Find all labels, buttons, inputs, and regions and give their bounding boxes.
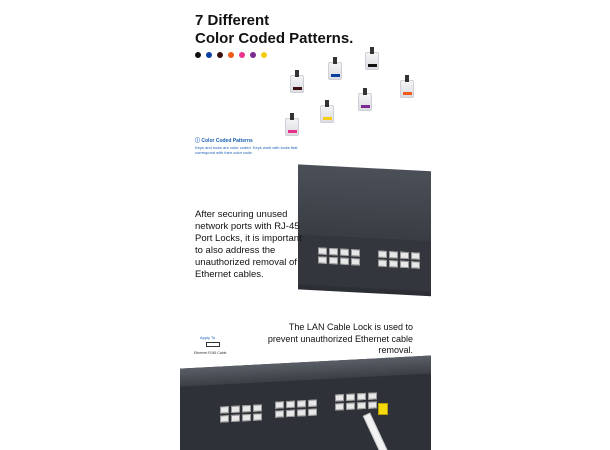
lan-cable-lock	[378, 403, 388, 415]
color-swatch	[250, 52, 256, 58]
apply-item: Ethernet RJ45 Cable	[194, 351, 227, 355]
port	[242, 413, 251, 422]
port	[297, 409, 306, 417]
port	[378, 259, 387, 267]
port	[357, 401, 366, 410]
port	[253, 404, 262, 412]
section-text: After securing unused network ports with…	[195, 209, 302, 280]
port	[242, 404, 251, 413]
port	[389, 260, 398, 268]
port	[389, 251, 398, 259]
port	[318, 247, 327, 255]
port	[329, 247, 338, 256]
port	[318, 256, 327, 264]
port	[411, 261, 420, 269]
port	[275, 410, 284, 418]
port	[400, 251, 409, 260]
port	[231, 405, 240, 414]
port	[368, 392, 377, 400]
port-lock	[290, 70, 304, 93]
port	[340, 248, 349, 257]
port-lock	[358, 88, 372, 111]
switch-image	[298, 164, 431, 297]
color-swatch	[195, 52, 201, 58]
color-swatch	[217, 52, 223, 58]
port	[346, 402, 355, 410]
info-icon: ⓘ	[195, 138, 202, 144]
port	[220, 415, 229, 423]
port	[368, 401, 377, 409]
port	[351, 258, 360, 266]
port	[231, 414, 240, 423]
port-lock	[285, 113, 299, 136]
port-lock	[400, 75, 414, 98]
port	[329, 256, 338, 265]
port	[340, 257, 349, 266]
color-swatches	[195, 52, 267, 58]
color-swatch	[206, 52, 212, 58]
port	[220, 406, 229, 414]
color-swatch	[228, 52, 234, 58]
port	[275, 401, 284, 409]
port	[351, 249, 360, 257]
port	[400, 260, 409, 269]
port	[308, 399, 317, 407]
color-swatch	[261, 52, 267, 58]
switch-image-2	[180, 355, 431, 450]
info-title: ⓘ Color Coded Patterns	[195, 138, 253, 144]
port-lock	[365, 47, 379, 70]
port	[253, 413, 262, 421]
port	[411, 252, 420, 260]
port-lock	[320, 100, 334, 123]
section-text-2: The LAN Cable Lock is used to prevent un…	[267, 322, 413, 355]
port	[286, 400, 295, 409]
color-swatch	[239, 52, 245, 58]
port	[335, 394, 344, 402]
apply-label: Apply To	[200, 335, 216, 340]
port-lock	[328, 57, 342, 80]
port	[378, 250, 387, 258]
port	[335, 403, 344, 411]
ethernet-plug-icon	[206, 342, 220, 347]
info-text: Keys and locks are color coded. Keys wor…	[195, 145, 298, 155]
port	[286, 409, 295, 418]
port	[357, 392, 366, 401]
port	[308, 408, 317, 416]
port	[297, 400, 306, 408]
port	[346, 393, 355, 401]
